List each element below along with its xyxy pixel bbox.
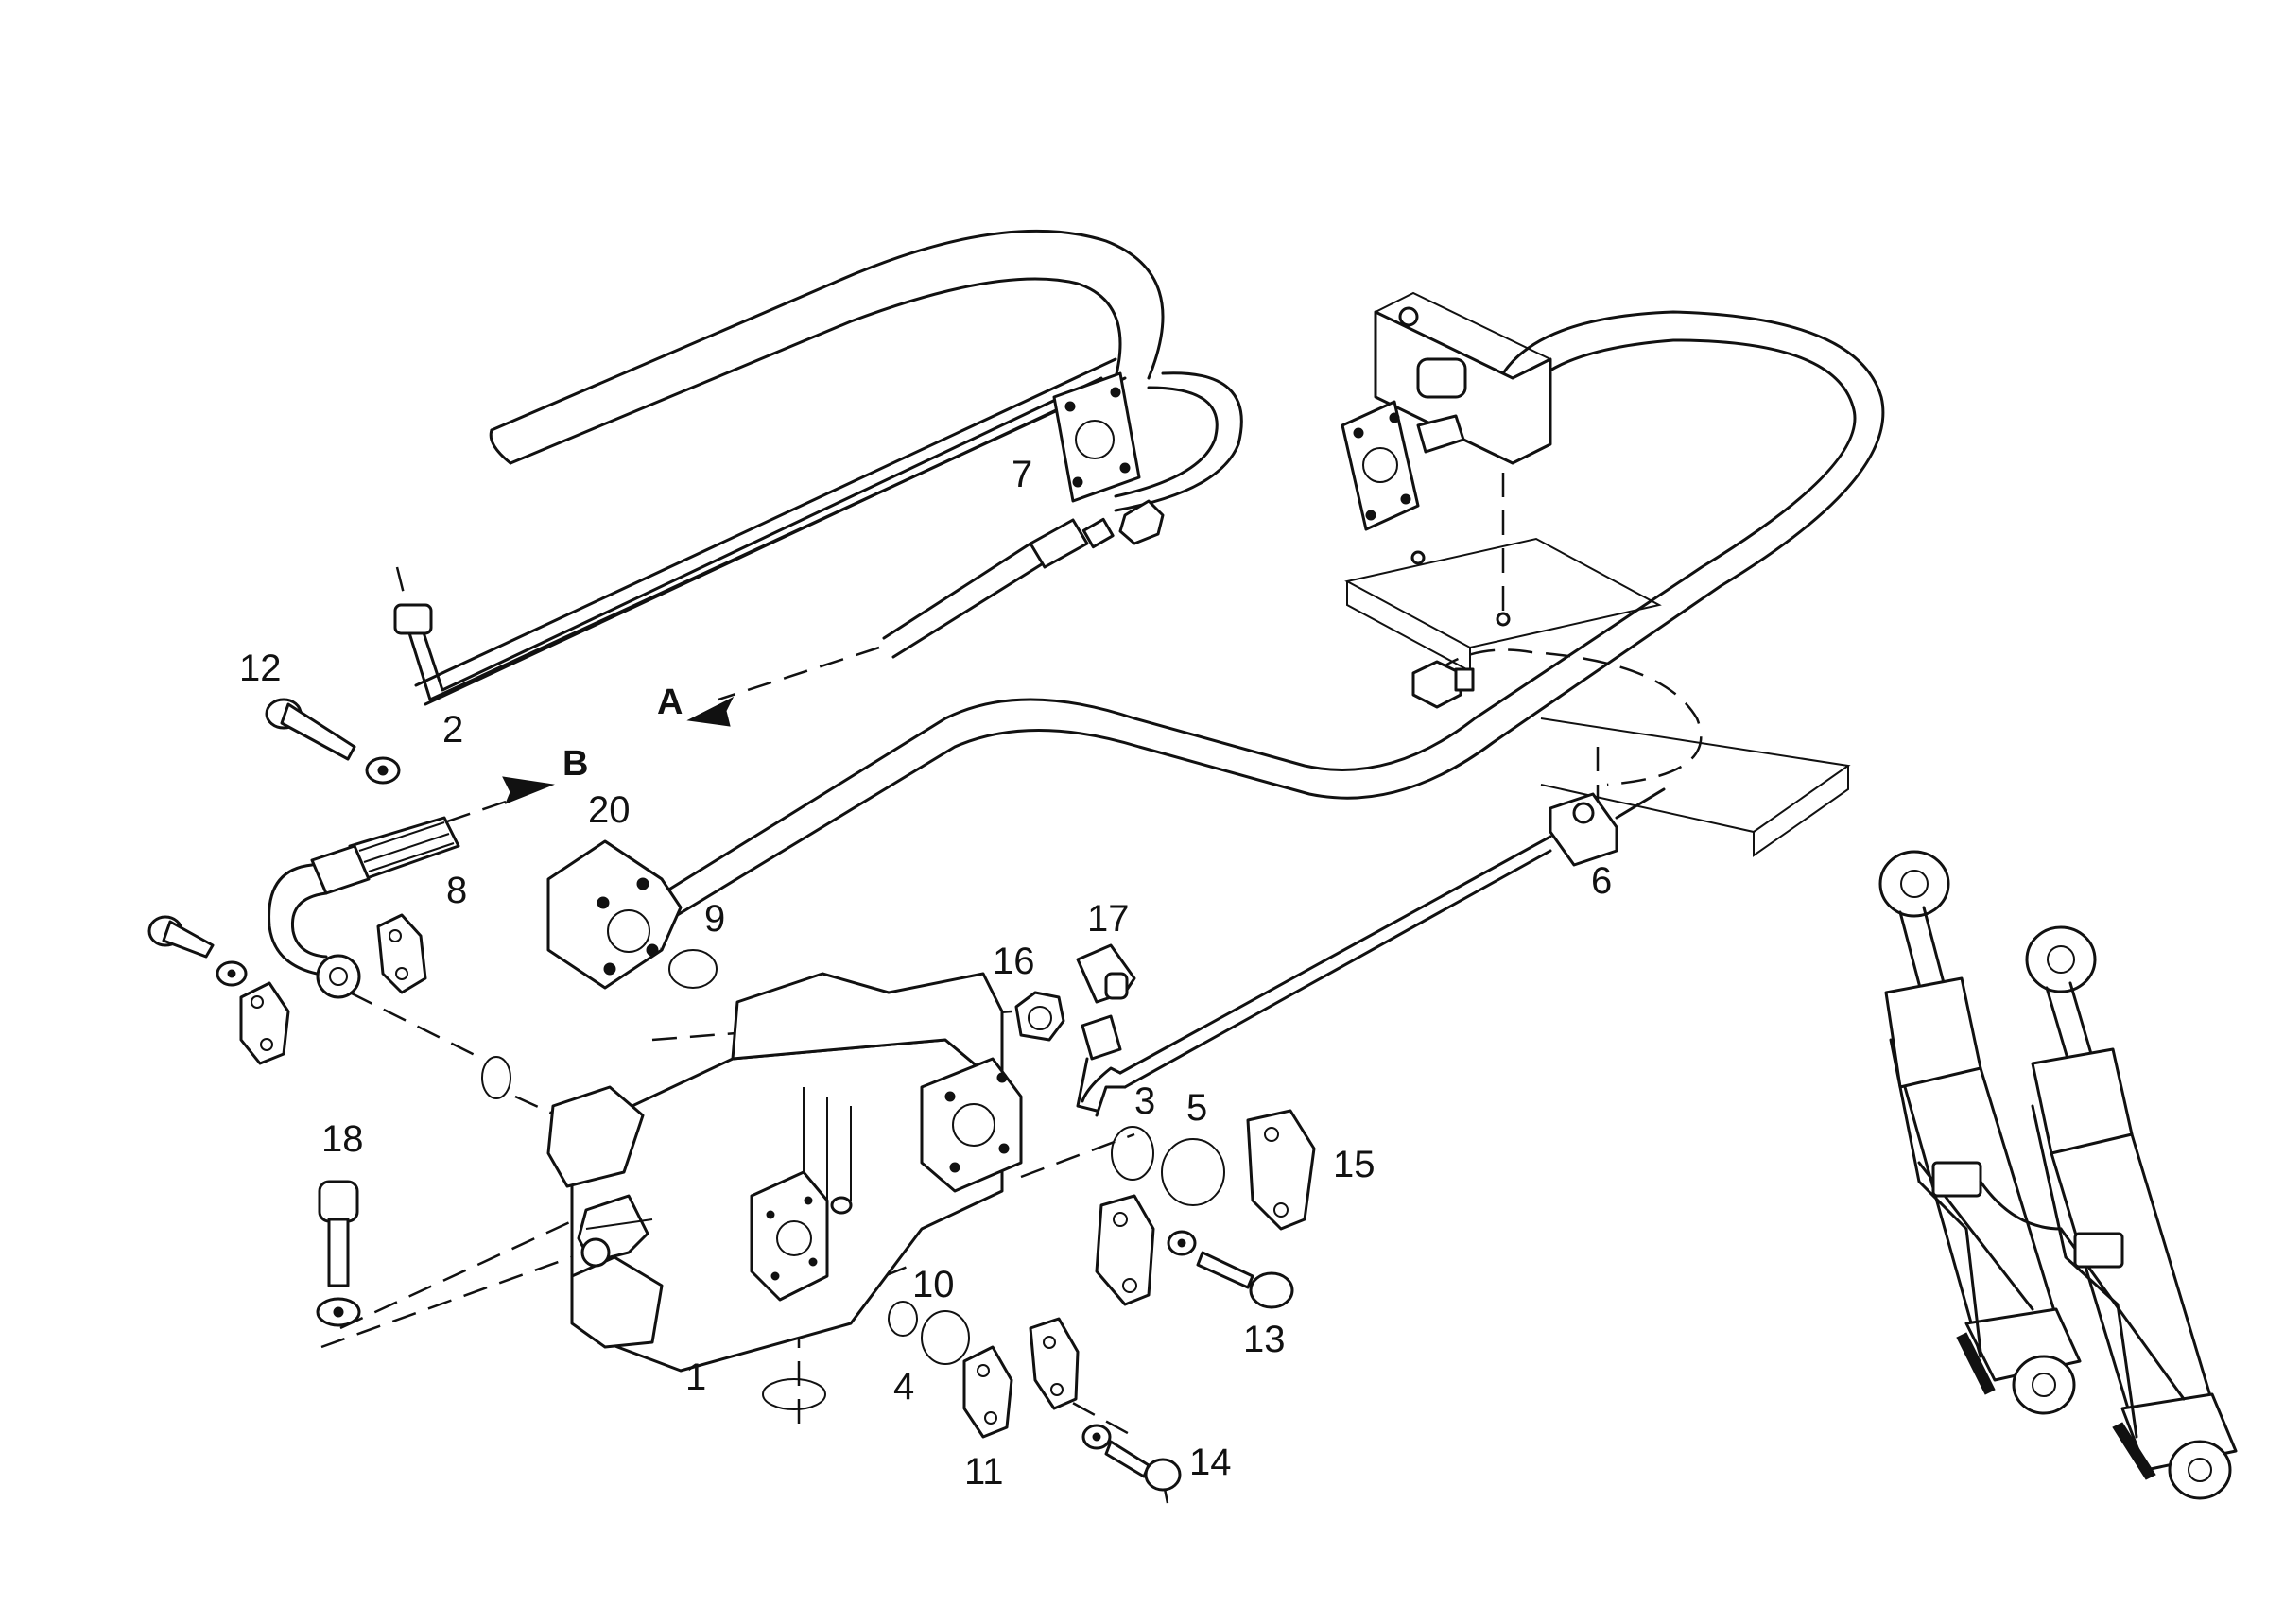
label-11: 11 bbox=[964, 1451, 1004, 1493]
mounting-plate bbox=[1344, 473, 1851, 857]
label-20: 20 bbox=[588, 789, 631, 831]
seals-3-5 bbox=[1111, 1126, 1225, 1206]
fitting-17 bbox=[1076, 943, 1136, 1004]
label-2: 2 bbox=[442, 709, 463, 751]
screw-14 bbox=[1081, 1424, 1182, 1504]
label-14: 14 bbox=[1189, 1442, 1232, 1483]
label-1: 1 bbox=[685, 1356, 706, 1398]
label-9: 9 bbox=[704, 898, 725, 940]
split-flange-15 bbox=[1246, 1109, 1316, 1231]
flange-7 bbox=[1052, 371, 1141, 503]
label-7: 7 bbox=[1012, 454, 1032, 495]
pipe-nut bbox=[393, 603, 433, 635]
o-ring-10 bbox=[888, 1301, 918, 1337]
fitting-16 bbox=[1014, 991, 1065, 1042]
label-10: 10 bbox=[912, 1264, 955, 1305]
label-4: 4 bbox=[893, 1366, 914, 1408]
split-flange-left-lower bbox=[239, 981, 290, 1065]
label-3: 3 bbox=[1134, 1080, 1155, 1122]
screw-13 bbox=[1167, 1230, 1294, 1309]
label-16: 16 bbox=[993, 941, 1035, 982]
seal-4 bbox=[921, 1310, 970, 1365]
clamp-block-top bbox=[1374, 291, 1552, 465]
arrow-b-label: B bbox=[562, 744, 588, 784]
split-flange-11 bbox=[962, 1317, 1080, 1439]
split-flange-right bbox=[1095, 1194, 1155, 1306]
label-15: 15 bbox=[1333, 1144, 1376, 1185]
tube-to-17 bbox=[1076, 1014, 1127, 1117]
label-5: 5 bbox=[1186, 1087, 1207, 1129]
flange-top bbox=[1341, 400, 1465, 531]
label-17: 17 bbox=[1087, 898, 1130, 940]
pipe-2 bbox=[393, 376, 1103, 701]
o-ring-left bbox=[481, 1056, 511, 1099]
clamp-6 bbox=[1118, 787, 1666, 1089]
label-18: 18 bbox=[321, 1118, 364, 1160]
label-8: 8 bbox=[446, 870, 467, 911]
hydraulic-cylinder-1 bbox=[1878, 850, 2082, 1415]
part-labels: 1 2 3 4 5 6 7 8 9 10 11 12 13 14 15 16 1… bbox=[239, 454, 1612, 1493]
screw-left bbox=[147, 915, 248, 987]
hose-8 bbox=[268, 816, 460, 999]
valve-block-1 bbox=[546, 972, 1023, 1373]
o-ring-bottom bbox=[762, 1378, 826, 1410]
plate-nut bbox=[1411, 660, 1475, 709]
label-6: 6 bbox=[1591, 860, 1612, 902]
hose-near-7 bbox=[718, 499, 1165, 701]
cylinder-link-line bbox=[1979, 1180, 2063, 1231]
arrow-a: A bbox=[657, 682, 735, 727]
arrow-b: B bbox=[443, 744, 588, 824]
arrow-a-label: A bbox=[657, 682, 683, 722]
hydraulic-cylinder-2 bbox=[2025, 925, 2238, 1500]
o-ring-9 bbox=[668, 949, 718, 989]
label-12: 12 bbox=[239, 648, 282, 689]
screw-12 bbox=[265, 698, 401, 785]
label-13: 13 bbox=[1243, 1319, 1286, 1360]
block-20 bbox=[546, 839, 683, 990]
main-tube-loop bbox=[646, 310, 1885, 924]
split-flange-left-upper bbox=[376, 913, 427, 994]
screw-18 bbox=[316, 1180, 361, 1327]
